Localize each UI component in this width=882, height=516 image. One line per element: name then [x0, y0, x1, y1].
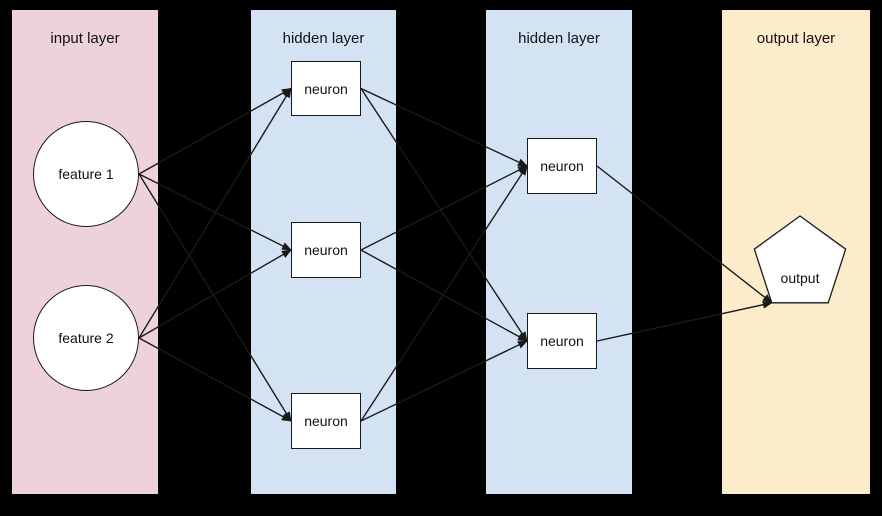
hidden1-neuron-1[interactable]: neuron	[291, 61, 361, 116]
input-node-feature-2-label: feature 2	[58, 330, 114, 346]
layer-panel-input: input layer	[12, 10, 158, 494]
hidden1-neuron-2-label: neuron	[304, 242, 348, 258]
hidden1-neuron-2[interactable]: neuron	[291, 222, 361, 278]
input-node-feature-1[interactable]: feature 1	[33, 121, 139, 227]
input-node-feature-1-label: feature 1	[58, 166, 114, 182]
layer-title-hidden-1: hidden layer	[282, 30, 365, 47]
hidden1-neuron-1-label: neuron	[304, 80, 348, 97]
pentagon-shape	[753, 215, 847, 304]
hidden2-neuron-1[interactable]: neuron	[527, 138, 597, 194]
layer-title-output: output layer	[756, 30, 836, 47]
layer-title-input: input layer	[50, 30, 120, 47]
hidden1-neuron-3-label: neuron	[304, 413, 348, 429]
hidden2-neuron-2-label: neuron	[540, 333, 584, 349]
input-node-feature-2[interactable]: feature 2	[33, 285, 139, 391]
hidden2-neuron-2[interactable]: neuron	[527, 313, 597, 369]
hidden2-neuron-1-label: neuron	[540, 158, 584, 174]
output-node-label: output	[780, 270, 820, 286]
hidden1-neuron-3[interactable]: neuron	[291, 393, 361, 449]
layer-title-hidden-2: hidden layer	[518, 30, 600, 47]
output-node[interactable]: output	[746, 210, 854, 318]
